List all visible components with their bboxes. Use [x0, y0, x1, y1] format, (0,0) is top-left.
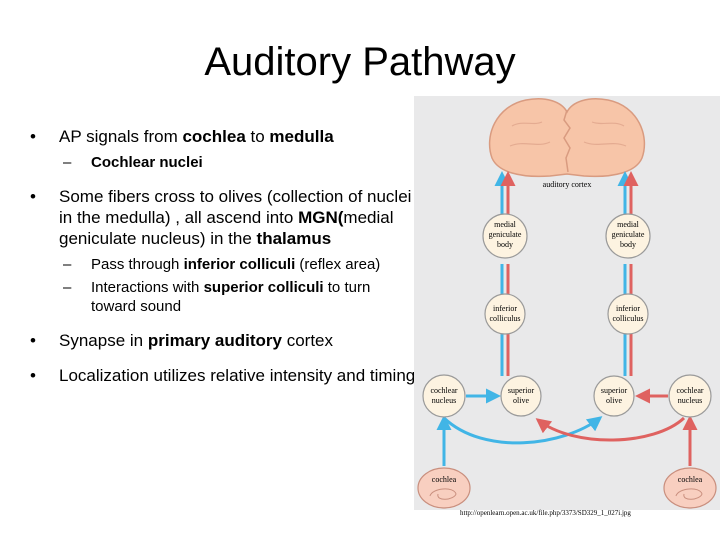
- left-inferior-colliculus: inferior colliculus: [484, 293, 526, 335]
- right-cochlear-nucleus: cochlear nucleus: [668, 374, 712, 418]
- text: medial geniculate nucleus) in the: [59, 208, 394, 248]
- crossing-red-arrow: [535, 416, 686, 442]
- label: superior: [508, 386, 535, 395]
- auditory-pathway-figure: auditory cortex: [414, 96, 720, 510]
- bold-primary-auditory: primary auditory: [147, 331, 282, 350]
- label: inferior: [493, 304, 517, 313]
- bold-inferior-colliculi: inferior colliculi: [183, 256, 296, 273]
- right-ascending-path: [617, 171, 639, 376]
- sub-bullet-inferior-colliculi: Pass through inferior colliculi (reflex …: [59, 255, 418, 274]
- right-superior-olive: superior olive: [593, 375, 635, 417]
- left-superior-olive: superior olive: [500, 375, 542, 417]
- label: superior: [601, 386, 628, 395]
- label: body: [497, 240, 513, 249]
- auditory-cortex-shape: [488, 98, 646, 178]
- label: cochlea: [678, 475, 703, 484]
- label: olive: [513, 396, 529, 405]
- left-cochlear-nucleus: cochlear nucleus: [422, 374, 466, 418]
- bold-mgn: MGN(: [298, 208, 344, 227]
- text: Localization utilizes relative intensity…: [59, 366, 416, 385]
- label: colliculus: [489, 314, 520, 323]
- bold-medulla: medulla: [269, 127, 334, 146]
- right-cochlea: cochlea: [663, 467, 717, 509]
- slide-title: Auditory Pathway: [204, 40, 516, 84]
- label: body: [620, 240, 636, 249]
- bullet-content: AP signals from cochlea to medulla Cochl…: [26, 126, 418, 400]
- text: cortex: [282, 331, 334, 350]
- text: to: [245, 127, 270, 146]
- label: nucleus: [678, 396, 702, 405]
- bold-cochlea: cochlea: [182, 127, 246, 146]
- bullet-fibers-cross: Some fibers cross to olives (collection …: [26, 186, 418, 316]
- figure-caption-url: http://openlearn.open.ac.uk/file.php/337…: [460, 509, 631, 517]
- text: to turn toward sound: [91, 279, 371, 315]
- text: Interactions with: [91, 279, 204, 296]
- label: inferior: [616, 304, 640, 313]
- text: AP signals from: [59, 127, 183, 146]
- label: cochlea: [432, 475, 457, 484]
- pathway-diagram: auditory cortex: [417, 98, 717, 509]
- bullet-localization: Localization utilizes relative intensity…: [26, 365, 418, 386]
- label: geniculate: [612, 230, 645, 239]
- sub-bullet-cochlear-nuclei: Cochlear nuclei: [59, 153, 418, 172]
- left-ascending-path: [494, 171, 516, 376]
- label: cochlear: [430, 386, 457, 395]
- crossing-blue-arrow: [442, 416, 603, 445]
- bullet-synapse: Synapse in primary auditory cortex: [26, 330, 418, 351]
- right-inferior-colliculus: inferior colliculus: [607, 293, 649, 335]
- text: (reflex area): [295, 256, 381, 273]
- text: Some fibers cross to olives (collection …: [59, 187, 412, 227]
- sub-bullet-superior-colliculi: Interactions with superior colliculi to …: [59, 278, 418, 316]
- auditory-cortex-label: auditory cortex: [543, 180, 592, 189]
- label: geniculate: [489, 230, 522, 239]
- label: cochlear: [676, 386, 703, 395]
- label: nucleus: [432, 396, 456, 405]
- bold-superior-colliculi: superior colliculi: [203, 279, 324, 296]
- bold-thalamus: thalamus: [256, 229, 332, 248]
- left-medial-geniculate-body: medial geniculate body: [482, 213, 528, 259]
- label: medial: [617, 220, 640, 229]
- label: olive: [606, 396, 622, 405]
- label: medial: [494, 220, 517, 229]
- left-cochlea: cochlea: [417, 467, 471, 509]
- right-medial-geniculate-body: medial geniculate body: [605, 213, 651, 259]
- bullet-ap-signals: AP signals from cochlea to medulla Cochl…: [26, 126, 418, 172]
- text: Pass through: [91, 256, 184, 273]
- bold-cochlear-nuclei: Cochlear nuclei: [91, 154, 203, 171]
- label: colliculus: [612, 314, 643, 323]
- text: Synapse in: [59, 331, 148, 350]
